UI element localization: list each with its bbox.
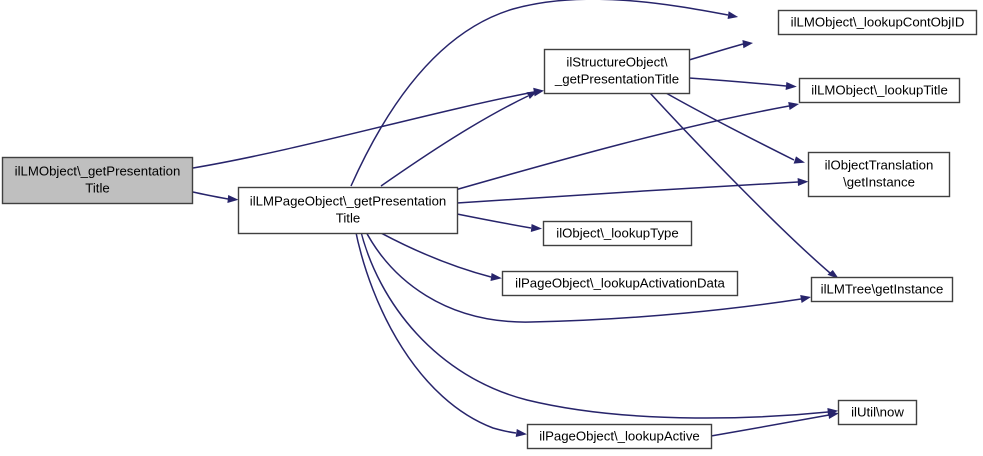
node-lmpage-label-line1: ilLMPageObject\_getPresentation	[250, 193, 446, 208]
edge-structure-to-contobjid	[688, 40, 753, 61]
edge-structure-to-objtrans	[665, 92, 805, 164]
node-lmpage-label-line2: Title	[336, 210, 360, 225]
node-layer: ilLMObject\_getPresentation Title ilLMPa…	[1, 9, 978, 450]
edge-lookupactive-to-ilutilnow	[710, 411, 839, 437]
node-lmpage[interactable]: ilLMPageObject\_getPresentation Title	[237, 186, 459, 235]
node-ilutilnow-label: ilUtil\now	[851, 404, 904, 419]
node-root-label-line1: ilLMObject\_getPresentation	[15, 163, 181, 178]
node-lmtree-label: ilLMTree\getInstance	[821, 281, 944, 296]
node-lookuptype[interactable]: ilObject\_lookupType	[542, 220, 693, 247]
node-structure-label-line1: ilStructureObject\	[566, 54, 667, 69]
node-lookupactive[interactable]: ilPageObject\_lookupActive	[526, 423, 713, 450]
node-objtrans-label-line1: ilObjectTranslation	[825, 157, 934, 172]
node-lmtree[interactable]: ilLMTree\getInstance	[810, 276, 954, 303]
node-contobjid-label: ilLMObject\_lookupContObjID	[791, 14, 965, 29]
node-activationdata-label: ilPageObject\_lookupActivationData	[515, 275, 725, 290]
node-lookuptitle[interactable]: ilLMObject\_lookupTitle	[798, 77, 961, 104]
edge-lmpage-to-lookuptype	[456, 213, 542, 232]
edge-lmpage-to-lookuptitle	[454, 102, 799, 191]
edge-lmpage-to-structure	[380, 91, 538, 187]
node-structure[interactable]: ilStructureObject\ _getPresentationTitle	[543, 48, 691, 95]
node-objtrans[interactable]: ilObjectTranslation \getInstance	[807, 151, 951, 198]
node-objtrans-label-line2: \getInstance	[843, 174, 915, 189]
edge-lmpage-to-objtrans	[456, 178, 809, 204]
edge-lmpage-to-contobjid	[350, 0, 739, 187]
edge-lmpage-to-lmtree	[363, 227, 811, 323]
edge-lmpage-to-lookupactive	[354, 227, 527, 437]
edge-root-to-lmpage	[192, 191, 239, 203]
node-lookuptitle-label: ilLMObject\_lookupTitle	[811, 82, 948, 97]
node-contobjid[interactable]: ilLMObject\_lookupContObjID	[777, 9, 978, 36]
edge-structure-to-lookuptitle	[688, 77, 797, 90]
edge-root-to-structure	[192, 87, 544, 169]
node-structure-label-line2: _getPresentationTitle	[554, 71, 679, 86]
node-root[interactable]: ilLMObject\_getPresentation Title	[1, 156, 194, 205]
node-ilutilnow[interactable]: ilUtil\now	[837, 399, 918, 426]
node-activationdata[interactable]: ilPageObject\_lookupActivationData	[501, 270, 739, 297]
node-root-label-line2: Title	[85, 180, 109, 195]
edge-lmpage-to-activationdata	[369, 226, 502, 281]
edge-structure-to-lmtree	[649, 92, 839, 279]
node-lookuptype-label: ilObject\_lookupType	[556, 225, 678, 240]
node-lookupactive-label: ilPageObject\_lookupActive	[539, 428, 700, 443]
edge-layer	[192, 0, 839, 437]
